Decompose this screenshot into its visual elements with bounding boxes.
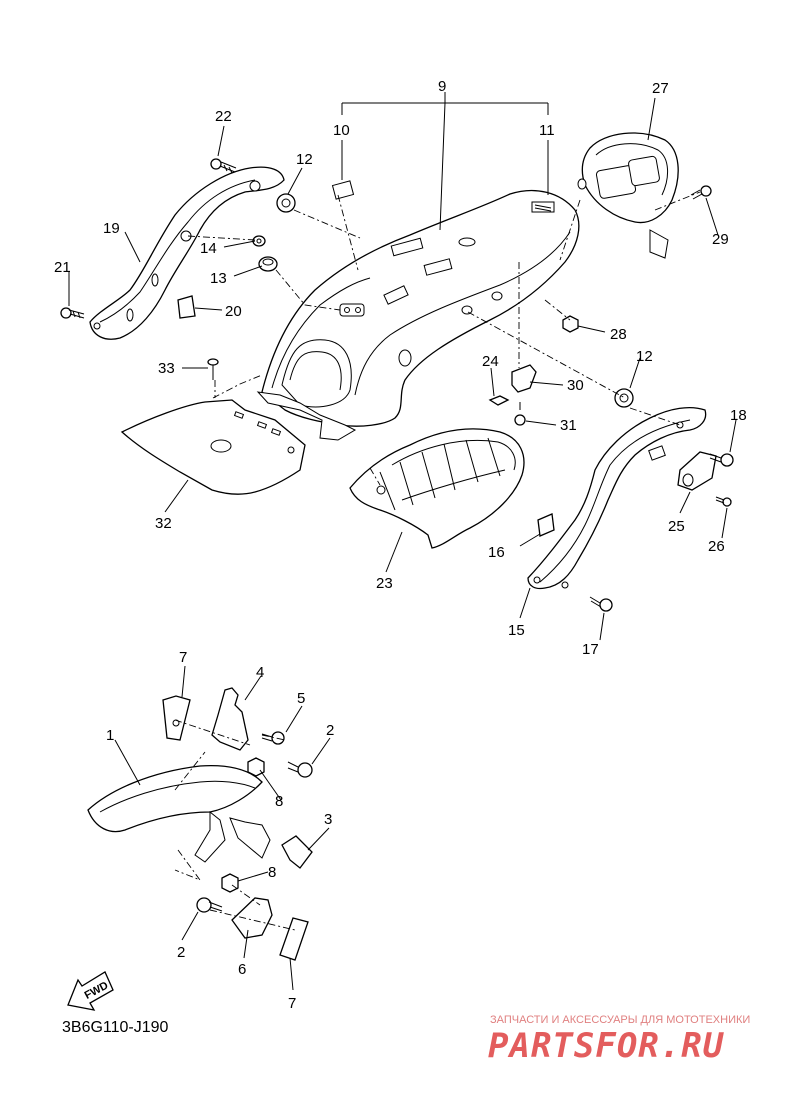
- tail-light[interactable]: [577, 132, 679, 259]
- damper-12-right[interactable]: [614, 388, 634, 408]
- callout-11: 11: [539, 122, 555, 139]
- collar-13[interactable]: [258, 256, 278, 272]
- callout-8-lower: 8: [268, 864, 276, 881]
- damper-12-upper[interactable]: [276, 193, 296, 213]
- nut-8-lower[interactable]: [221, 873, 239, 893]
- callout-7-lower: 7: [288, 995, 296, 1012]
- rear-fender[interactable]: [256, 189, 580, 441]
- callout-24: 24: [482, 353, 499, 370]
- screw-31[interactable]: [514, 402, 526, 426]
- callout-29: 29: [712, 231, 729, 248]
- callout-2-lower: 2: [177, 944, 185, 961]
- callout-21: 21: [54, 259, 71, 276]
- callout-13: 13: [210, 270, 227, 287]
- stay-4[interactable]: [211, 687, 249, 751]
- bolt-2-lower[interactable]: [196, 897, 223, 913]
- callout-2-upper: 2: [326, 722, 334, 739]
- callout-14: 14: [200, 240, 217, 257]
- pad-16[interactable]: [537, 513, 555, 537]
- callout-32: 32: [155, 515, 172, 532]
- callout-3: 3: [324, 811, 332, 828]
- callout-17: 17: [582, 641, 599, 658]
- screw-33[interactable]: [207, 358, 219, 380]
- callout-10: 10: [333, 122, 350, 139]
- callout-6: 6: [238, 961, 246, 978]
- callout-4: 4: [256, 664, 264, 681]
- pad-20[interactable]: [177, 295, 196, 319]
- bracket-30[interactable]: [511, 364, 537, 393]
- bolt-5[interactable]: [261, 731, 285, 745]
- clip-24[interactable]: [488, 395, 510, 406]
- callout-8-upper: 8: [275, 793, 283, 810]
- label-sticker-10[interactable]: [331, 180, 355, 200]
- callout-31: 31: [560, 417, 577, 434]
- callout-15: 15: [508, 622, 525, 639]
- callout-5: 5: [297, 690, 305, 707]
- left-side-stay[interactable]: [89, 166, 285, 340]
- callout-1: 1: [106, 727, 114, 744]
- right-side-stay[interactable]: [527, 407, 707, 590]
- callout-16: 16: [488, 544, 505, 561]
- screw-26[interactable]: [715, 496, 732, 507]
- bolt-17[interactable]: [589, 596, 613, 612]
- callout-7-upper: 7: [179, 649, 187, 666]
- callout-22: 22: [215, 108, 232, 125]
- reflector-7-upper[interactable]: [162, 695, 191, 741]
- license-plate-bracket[interactable]: [120, 399, 306, 495]
- callout-28: 28: [610, 326, 627, 343]
- callout-18: 18: [730, 407, 747, 424]
- bolt-21[interactable]: [60, 307, 85, 319]
- reflector-25[interactable]: [677, 451, 717, 491]
- callout-26: 26: [708, 538, 725, 555]
- inner-fender[interactable]: [349, 428, 525, 549]
- stay-6[interactable]: [231, 897, 273, 939]
- washer-14[interactable]: [252, 235, 266, 247]
- bolt-29[interactable]: [690, 185, 712, 200]
- watermark-tagline: ЗАПЧАСТИ И АКСЕССУАРЫ ДЛЯ МОТОТЕХНИКИ: [490, 1014, 750, 1026]
- bolt-18[interactable]: [709, 453, 734, 467]
- callout-23: 23: [376, 575, 393, 592]
- callout-9: 9: [438, 78, 446, 95]
- bolt-22[interactable]: [210, 158, 237, 174]
- callout-25: 25: [668, 518, 685, 535]
- callout-27: 27: [652, 80, 669, 97]
- callout-12-upper: 12: [296, 151, 313, 168]
- reflector-7-lower[interactable]: [279, 917, 309, 961]
- fwd-arrow: [67, 971, 114, 1011]
- nut-8-upper[interactable]: [247, 757, 265, 777]
- bolt-2-upper[interactable]: [287, 761, 313, 778]
- nut-28[interactable]: [562, 315, 579, 333]
- callout-33: 33: [158, 360, 175, 377]
- front-fender[interactable]: [87, 764, 271, 863]
- watermark-brand: PARTSFOR.RU: [488, 1026, 725, 1066]
- cable-guide-3[interactable]: [281, 835, 313, 869]
- callout-19: 19: [103, 220, 120, 237]
- diagram-code: 3B6G110-J190: [62, 1019, 169, 1036]
- callout-20: 20: [225, 303, 242, 320]
- callout-12-right: 12: [636, 348, 653, 365]
- callout-30: 30: [567, 377, 584, 394]
